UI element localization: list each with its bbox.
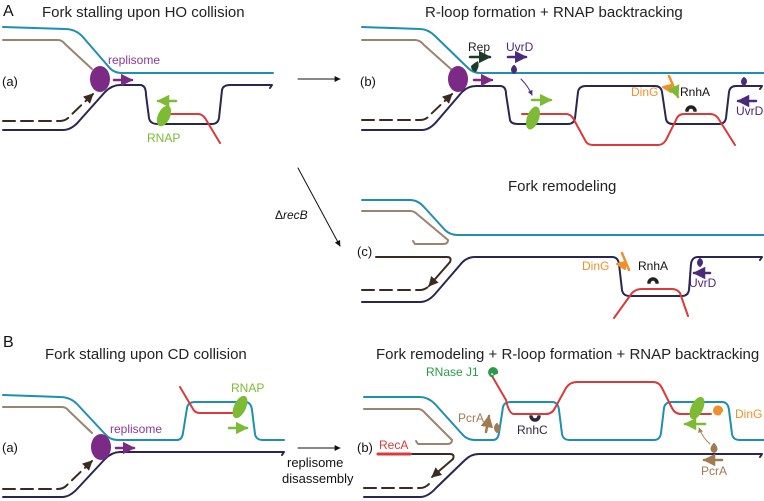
ding-label: DinG bbox=[735, 407, 762, 421]
leading-template-strand bbox=[2, 394, 285, 441]
lagging-template-strand bbox=[363, 453, 763, 498]
replisome-label: replisome bbox=[108, 53, 160, 67]
nascent-leading-strand bbox=[2, 39, 93, 70]
regressed-nascent-leading-strand bbox=[361, 210, 449, 245]
lagging-template-strand bbox=[361, 85, 763, 131]
panel-a-sub-a-title: Fork stalling upon HO collision bbox=[42, 4, 245, 21]
transition-label-line2: disassembly bbox=[282, 471, 354, 486]
rnha-label: RnhA bbox=[638, 259, 668, 273]
rep-label: Rep bbox=[468, 40, 490, 54]
replisome bbox=[91, 434, 111, 460]
nascent-leading-strand bbox=[361, 39, 453, 71]
rnase-j1-enzyme bbox=[488, 367, 499, 378]
replisome bbox=[90, 66, 110, 92]
ding-label: DinG bbox=[631, 85, 658, 99]
rnap-label: RNAP bbox=[147, 131, 180, 145]
rnase-j1-label: RNase J1 bbox=[426, 365, 479, 379]
regressed-nascent-lagging-strand bbox=[411, 453, 455, 478]
delta-recb-label: ΔrecB bbox=[275, 208, 308, 222]
replisome-label: replisome bbox=[110, 422, 162, 436]
okazaki-fragments bbox=[2, 93, 94, 122]
leading-template-strand bbox=[361, 26, 764, 74]
uvrd-helicase-right bbox=[741, 77, 747, 86]
rnap-label: RNAP bbox=[231, 381, 264, 395]
rnap bbox=[689, 396, 705, 420]
leading-template-strand bbox=[2, 26, 274, 74]
panel-a-sub-a-id: (a) bbox=[2, 74, 18, 89]
rnap bbox=[232, 395, 248, 419]
lagging-template-strand bbox=[2, 451, 285, 498]
ding-helicase bbox=[616, 261, 626, 270]
nascent-leading-strand bbox=[2, 406, 93, 434]
uvrd-path-arrow bbox=[520, 78, 533, 96]
panel-b-sub-b-id: (b) bbox=[357, 440, 373, 455]
pcra-left-label: PcrA bbox=[458, 411, 484, 425]
panel-a-sub-c-title: Fork remodeling bbox=[508, 178, 616, 195]
panel-a-sub-b-dna bbox=[361, 26, 764, 146]
panel-b-sub-a-title: Fork stalling upon CD collision bbox=[45, 346, 247, 363]
uvrd-right-label: UvrD bbox=[736, 104, 764, 118]
regressed-nascent-lagging-strand bbox=[375, 256, 452, 287]
rna-transcript bbox=[169, 113, 221, 144]
rna-transcript bbox=[613, 288, 689, 319]
leading-template-strand bbox=[361, 199, 764, 236]
uvrd-top-label: UvrD bbox=[506, 40, 534, 54]
rep-helicase bbox=[471, 61, 479, 72]
panel-a-sub-b-title: R-loop formation + RNAP backtracking bbox=[425, 4, 683, 21]
panel-b-sub-b-dna bbox=[363, 367, 764, 498]
uvrd-helicase bbox=[697, 258, 703, 267]
rnha-label: RnhA bbox=[680, 85, 710, 99]
panel-a-sub-a-dna bbox=[2, 26, 274, 144]
rna-transcript bbox=[521, 113, 736, 146]
uvrd-helicase-top bbox=[511, 65, 517, 74]
transition-label-line1: replisome bbox=[287, 455, 343, 470]
panel-a-sub-b-id: (b) bbox=[360, 74, 376, 89]
okazaki-fragments bbox=[361, 286, 429, 291]
panel-a-sub-c-id: (c) bbox=[357, 244, 372, 259]
panel-a-sub-c-dna bbox=[361, 199, 764, 319]
pcra-helicase-bottom bbox=[710, 443, 718, 453]
rna-transcript bbox=[491, 375, 712, 415]
pcra-bottom-label: PcrA bbox=[701, 464, 727, 478]
rnha-enzyme bbox=[647, 277, 659, 284]
ding-direction-arrow bbox=[667, 74, 680, 99]
uvrd-label: UvrD bbox=[689, 276, 717, 290]
ding-helicase bbox=[662, 84, 672, 93]
panel-b-sub-a-dna bbox=[2, 386, 285, 498]
okazaki-fragments bbox=[2, 460, 93, 490]
panel-b-sub-a-id: (a) bbox=[2, 440, 18, 455]
pcra-left-direction-arrow bbox=[480, 414, 494, 434]
pcra-helicase-left bbox=[494, 423, 500, 433]
rnap bbox=[526, 106, 540, 130]
pcra-path-arrow bbox=[698, 427, 711, 445]
ding-label: DinG bbox=[582, 259, 609, 273]
rnap bbox=[156, 105, 172, 127]
rnhc-label: RnhC bbox=[517, 423, 548, 437]
rna-transcript bbox=[179, 386, 236, 414]
transition-arrow-a-to-c bbox=[297, 167, 341, 247]
reca-label: RecA bbox=[379, 438, 408, 452]
panel-a-label: A bbox=[3, 3, 14, 20]
lagging-template-strand bbox=[2, 84, 273, 131]
ding-enzyme bbox=[713, 405, 723, 416]
ding-direction-arrow bbox=[620, 251, 631, 272]
okazaki-fragments bbox=[361, 93, 453, 121]
panel-b-sub-b-title: Fork remodeling + R-loop formation + RNA… bbox=[376, 346, 759, 363]
leading-template-strand bbox=[363, 396, 764, 441]
svg-text:A: A bbox=[3, 3, 14, 20]
panel-b-label: B bbox=[3, 334, 14, 351]
rnhc-enzyme bbox=[529, 415, 541, 422]
rnha-enzyme bbox=[685, 105, 697, 112]
lagging-template-strand bbox=[361, 256, 763, 303]
okazaki-fragments bbox=[363, 483, 430, 489]
replisome bbox=[448, 66, 468, 92]
regressed-nascent-leading-strand bbox=[363, 408, 453, 445]
